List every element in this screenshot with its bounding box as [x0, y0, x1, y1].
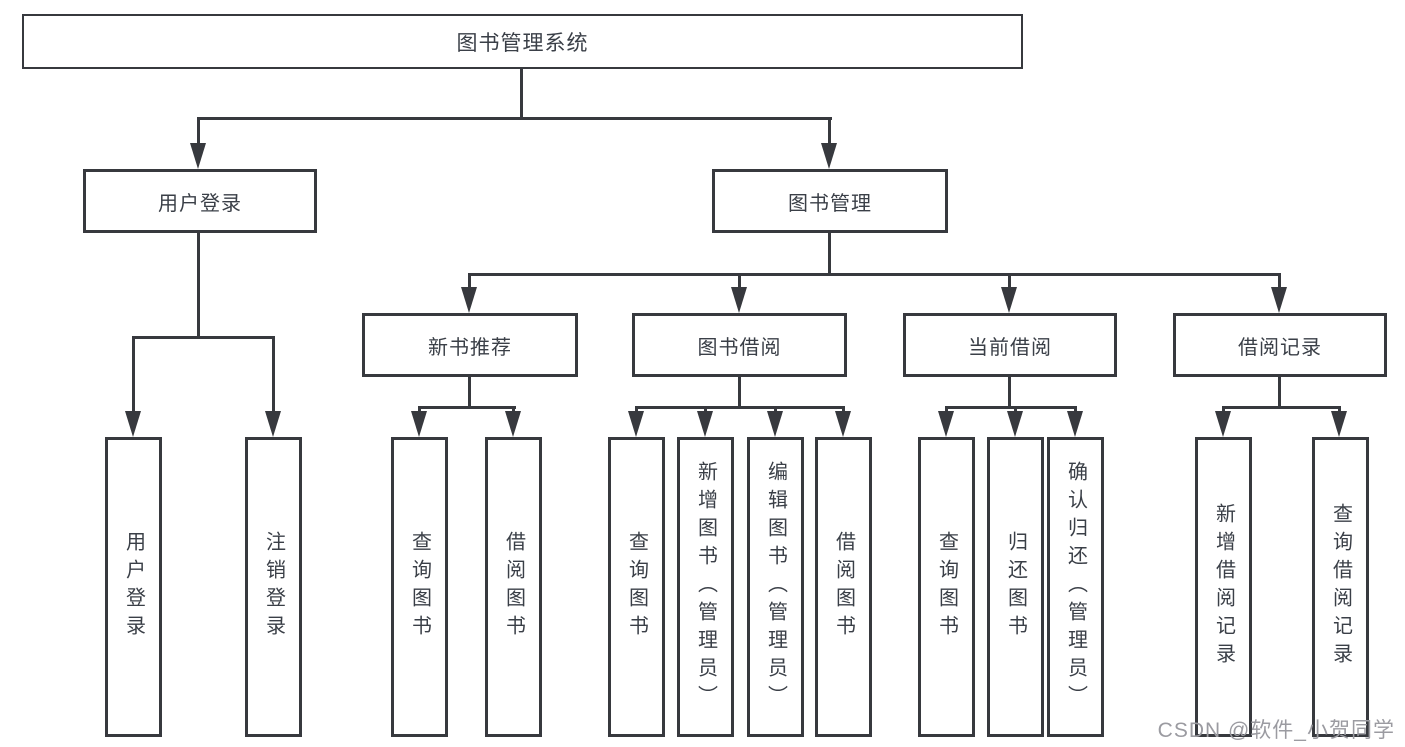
leaf-confirm-return-admin: 确认归还（管理员）: [1047, 437, 1104, 737]
connector-arrow-stem: [774, 406, 777, 414]
leaf-label: 注销登录: [262, 531, 285, 643]
connector-root-stem: [520, 68, 523, 117]
connector-level2-bar: [468, 273, 1281, 276]
arrow-down-icon: [1067, 411, 1083, 437]
arrow-down-icon: [1271, 287, 1287, 313]
node-current-borrow-label: 当前借阅: [968, 336, 1052, 359]
leaf-label: 查询图书: [625, 531, 648, 643]
leaf-borrow-book-recommend: 借阅图书: [485, 437, 542, 737]
arrow-down-icon: [1331, 411, 1347, 437]
arrow-down-icon: [190, 143, 206, 169]
connector-arrow-stem: [1014, 406, 1017, 414]
arrow-down-icon: [628, 411, 644, 437]
arrow-down-icon: [505, 411, 521, 437]
connector-arrow-stem: [635, 406, 638, 414]
connector-arrow-stem: [132, 336, 135, 414]
connector-arrow-stem: [842, 406, 845, 414]
node-user-login-label: 用户登录: [158, 192, 242, 215]
connector-l3-bar: [635, 406, 845, 409]
leaf-label: 借阅图书: [502, 531, 525, 643]
connector-arrow-stem: [828, 117, 831, 147]
csdn-watermark: CSDN @软件_小贺同学: [1157, 719, 1395, 742]
connector-arrow-stem: [1278, 273, 1281, 291]
arrow-down-icon: [461, 287, 477, 313]
node-root-label: 图书管理系统: [456, 31, 589, 55]
connector-book-mgmt-stem: [828, 233, 831, 273]
arrow-down-icon: [697, 411, 713, 437]
connector-arrow-stem: [1074, 406, 1077, 414]
node-book-borrow-label: 图书借阅: [697, 336, 782, 359]
connector-arrow-stem: [704, 406, 707, 414]
connector-arrow-stem: [1222, 406, 1225, 414]
connector-user-login-stem: [197, 233, 200, 336]
leaf-label: 查询图书: [935, 531, 958, 643]
leaf-edit-book-admin: 编辑图书（管理员）: [747, 437, 804, 737]
leaf-borrow-book: 借阅图书: [815, 437, 872, 737]
connector-level1-bar: [197, 117, 832, 120]
connector-arrow-stem: [197, 117, 200, 147]
connector-l3-stem: [468, 377, 471, 406]
node-book-borrow: 图书借阅: [632, 313, 847, 377]
leaf-add-borrow-record: 新增借阅记录: [1195, 437, 1252, 737]
node-user-login: 用户登录: [83, 169, 317, 233]
leaf-query-borrow-record: 查询借阅记录: [1312, 437, 1369, 737]
leaf-query-book-recommend: 查询图书: [391, 437, 448, 737]
connector-arrow-stem: [272, 336, 275, 414]
node-root: 图书管理系统: [22, 14, 1023, 69]
node-current-borrow: 当前借阅: [903, 313, 1117, 377]
connector-arrow-stem: [738, 273, 741, 291]
node-borrow-record: 借阅记录: [1173, 313, 1387, 377]
node-borrow-record-label: 借阅记录: [1238, 336, 1322, 359]
leaf-label: 确认归还（管理员）: [1064, 461, 1087, 713]
arrow-down-icon: [938, 411, 954, 437]
connector-arrow-stem: [468, 273, 471, 291]
arrow-down-icon: [411, 411, 427, 437]
leaf-user-login: 用户登录: [105, 437, 162, 737]
arrow-down-icon: [821, 143, 837, 169]
connector-l3-stem: [1008, 377, 1011, 406]
leaf-label: 查询借阅记录: [1329, 503, 1352, 671]
node-new-book-recommend-label: 新书推荐: [428, 336, 512, 359]
arrow-down-icon: [1007, 411, 1023, 437]
arrow-down-icon: [767, 411, 783, 437]
leaf-label: 查询图书: [408, 531, 431, 643]
node-book-management-label: 图书管理: [788, 192, 872, 215]
leaf-return-book: 归还图书: [987, 437, 1044, 737]
arrow-down-icon: [265, 411, 281, 437]
leaf-label: 借阅图书: [832, 531, 855, 643]
connector-l3-bar: [418, 406, 516, 409]
connector-l3-bar: [945, 406, 1077, 409]
connector-l3-stem: [1278, 377, 1281, 406]
arrow-down-icon: [125, 411, 141, 437]
leaf-query-book-borrow: 查询图书: [608, 437, 665, 737]
leaf-add-book-admin: 新增图书（管理员）: [677, 437, 734, 737]
connector-arrow-stem: [512, 406, 515, 414]
arrow-down-icon: [731, 287, 747, 313]
connector-arrow-stem: [1008, 273, 1011, 291]
arrow-down-icon: [835, 411, 851, 437]
arrow-down-icon: [1001, 287, 1017, 313]
leaf-label: 归还图书: [1004, 531, 1027, 643]
connector-user-login-bar: [132, 336, 275, 339]
node-new-book-recommend: 新书推荐: [362, 313, 578, 377]
leaf-label: 新增图书（管理员）: [694, 461, 717, 713]
leaf-label: 用户登录: [122, 531, 145, 643]
node-book-management: 图书管理: [712, 169, 948, 233]
connector-arrow-stem: [945, 406, 948, 414]
leaf-logout: 注销登录: [245, 437, 302, 737]
leaf-label: 新增借阅记录: [1212, 503, 1235, 671]
connector-arrow-stem: [1338, 406, 1341, 414]
connector-l3-bar: [1222, 406, 1341, 409]
leaf-label: 编辑图书（管理员）: [764, 461, 787, 713]
leaf-query-book-current: 查询图书: [918, 437, 975, 737]
connector-arrow-stem: [418, 406, 421, 414]
arrow-down-icon: [1215, 411, 1231, 437]
connector-l3-stem: [738, 377, 741, 406]
